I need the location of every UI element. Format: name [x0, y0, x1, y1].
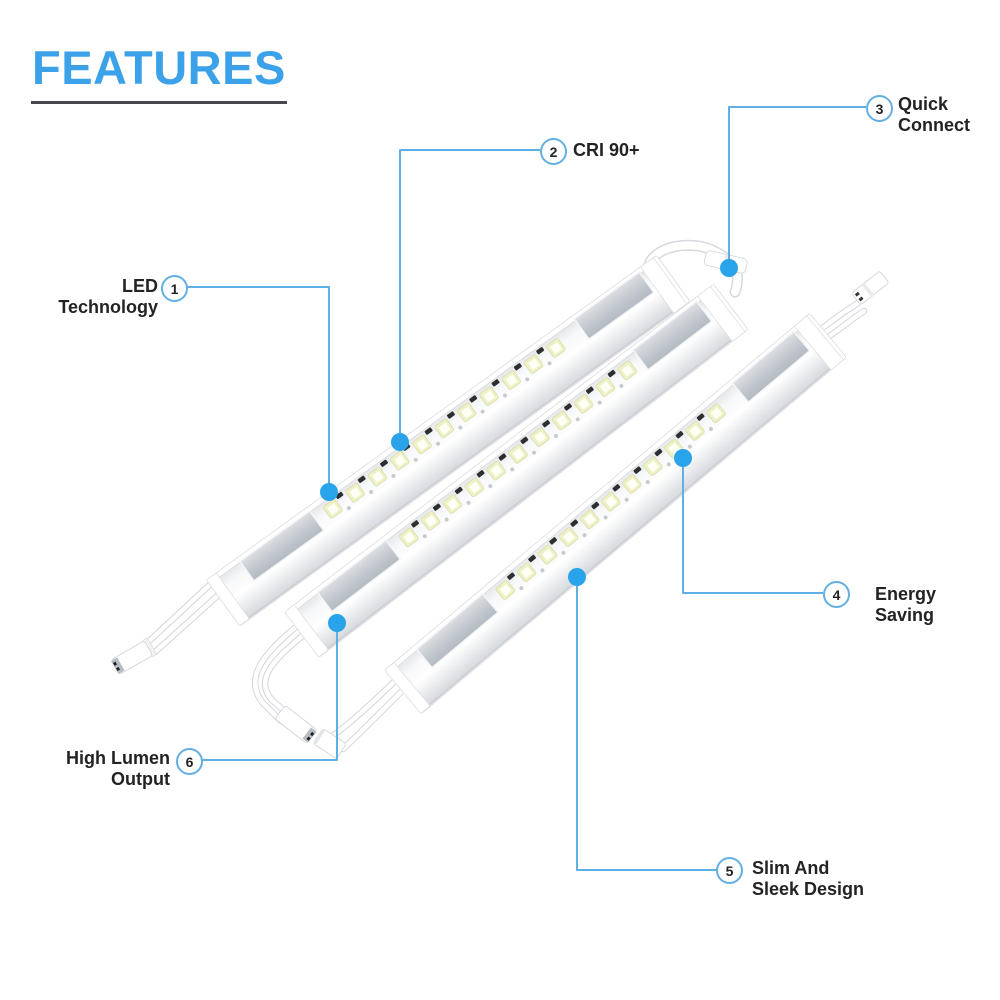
callout-1-line-1: LED	[122, 276, 158, 296]
callout-leader-4	[682, 458, 823, 594]
callout-dot-2	[391, 433, 409, 451]
callout-leader-5	[576, 577, 716, 871]
callout-5-number: 5	[725, 862, 734, 879]
callout-3-number: 3	[875, 100, 884, 117]
callout-6-line-1: High Lumen	[66, 748, 170, 768]
callout-4-number: 4	[832, 586, 841, 603]
callout-leader-1	[185, 286, 330, 492]
led-bar-1	[206, 255, 690, 626]
male-connector-plug	[851, 271, 889, 305]
callout-3-badge: 3	[866, 95, 893, 122]
male-connector-plug	[111, 638, 157, 674]
callout-dot-3	[720, 259, 738, 277]
callout-dot-1	[320, 483, 338, 501]
callout-2-badge: 2	[540, 138, 567, 165]
callout-5-line-2: Sleek Design	[752, 879, 865, 899]
callout-dot-6	[328, 614, 346, 632]
callout-leader-3	[728, 106, 866, 268]
callout-3-line-1: Quick	[898, 94, 949, 114]
callout-leader-2	[399, 149, 540, 442]
callout-1-line-2: Technology	[58, 297, 158, 317]
callout-5-label: Slim And Sleek Design	[752, 858, 864, 900]
callout-leader-6	[200, 623, 338, 761]
title-underline	[31, 101, 287, 104]
callout-1-label: LED Technology	[0, 276, 158, 318]
callout-6-label: High Lumen Output	[0, 748, 170, 790]
callout-4-line-1: Energy Saving	[875, 584, 937, 625]
bar1-bottom-pigtail	[111, 576, 228, 674]
callout-5-line-1: Slim And	[752, 858, 830, 878]
callout-4-label: Energy Saving	[875, 584, 1000, 626]
bar2-bar3-bottom-connection	[251, 622, 406, 759]
bar3-top-pigtail	[812, 271, 889, 345]
callout-3-line-2: Connect	[898, 115, 970, 135]
callout-dot-4	[674, 449, 692, 467]
callout-6-badge: 6	[176, 748, 203, 775]
male-connector-plug	[275, 706, 317, 743]
callout-2-line-1: CRI 90+	[573, 140, 640, 160]
callout-dot-5	[568, 568, 586, 586]
callout-1-badge: 1	[161, 275, 188, 302]
callout-4-badge: 4	[823, 581, 850, 608]
callout-leader-lines	[185, 106, 866, 871]
callout-5-badge: 5	[716, 857, 743, 884]
callout-2-label: CRI 90+	[573, 140, 640, 161]
callout-2-number: 2	[549, 143, 558, 160]
callout-dots	[320, 259, 738, 632]
callout-6-line-2: Output	[111, 769, 170, 789]
led-bar-3	[384, 313, 846, 714]
callout-3-label: Quick Connect	[898, 94, 970, 136]
page-title: FEATURES	[32, 41, 286, 94]
led-bar-2	[284, 284, 748, 657]
callout-1-number: 1	[170, 280, 179, 297]
callout-6-number: 6	[185, 753, 194, 770]
